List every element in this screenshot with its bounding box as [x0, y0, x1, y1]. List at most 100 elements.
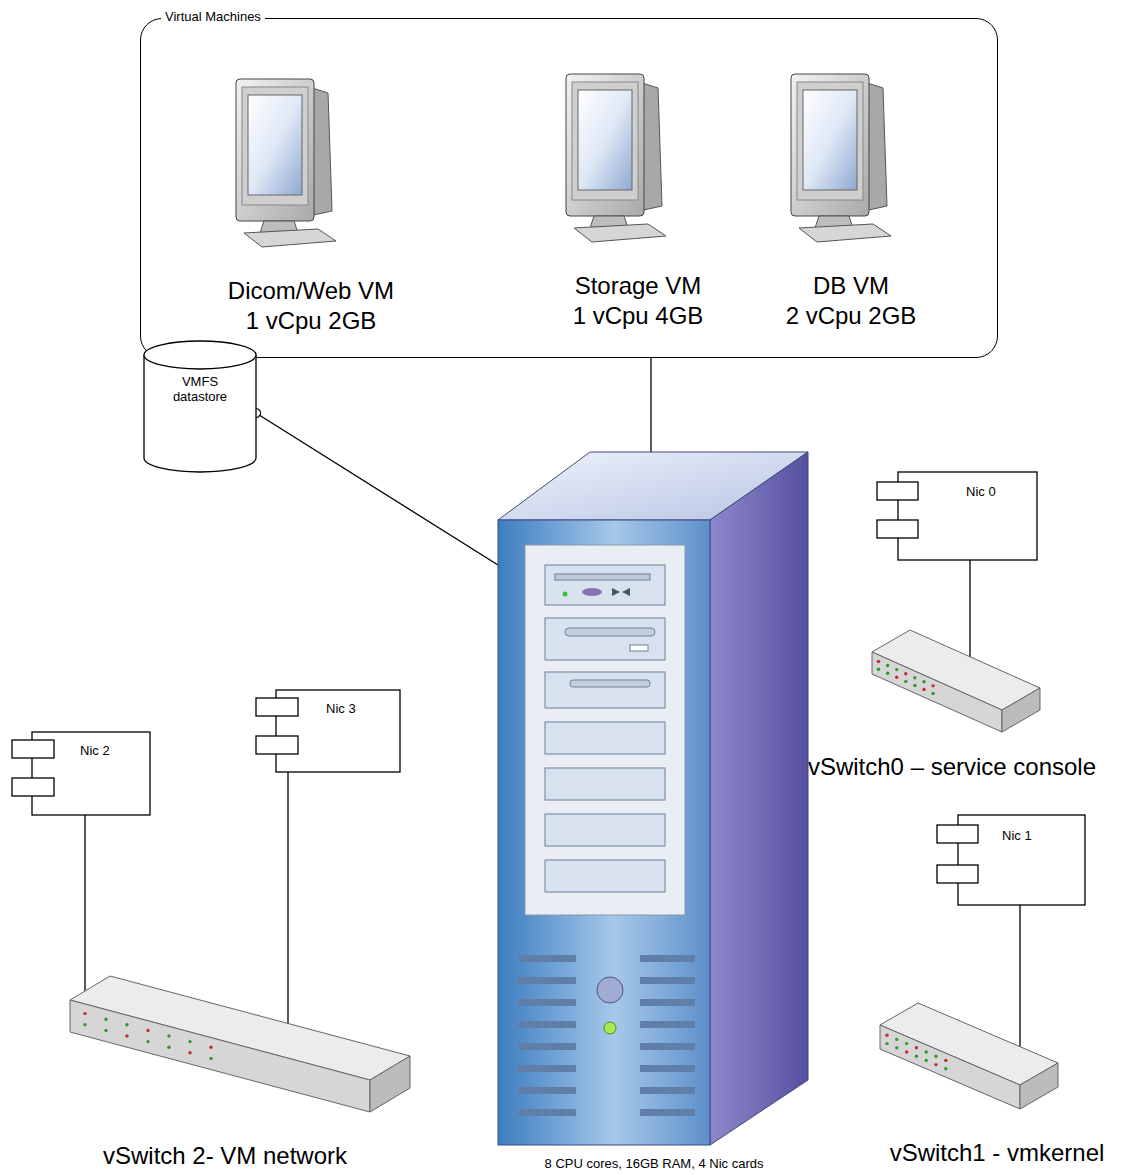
drive-bay: [545, 768, 665, 800]
connector-line: [1019, 905, 1020, 1055]
node-label: vSwitch1 - vmkernel: [850, 1139, 1144, 1167]
switch-led: [877, 668, 880, 671]
drive-led: [563, 592, 568, 597]
vent-slot: [518, 1109, 576, 1116]
switch-led: [904, 672, 907, 675]
server-front: [498, 520, 710, 1145]
switch-led: [931, 692, 934, 695]
vent-slot: [640, 1109, 695, 1116]
virtual-switch: vSwitch 2- VM network: [20, 1032, 430, 1172]
monitor-inner-bevel: [572, 82, 638, 200]
switch-led: [209, 1057, 212, 1060]
switch-led: [915, 1046, 918, 1049]
monitor-inner-bevel: [797, 82, 863, 200]
cd-button: [622, 588, 630, 596]
switch-led: [905, 1050, 908, 1053]
vent-slot: [640, 1087, 695, 1094]
vent-slot: [640, 1065, 695, 1072]
switch-led: [895, 1046, 898, 1049]
server-side: [710, 452, 808, 1145]
nic-card: Nic 0: [898, 472, 1037, 560]
drive-bay: [545, 618, 665, 660]
switch-led: [83, 1012, 86, 1015]
switch-top: [872, 630, 1040, 710]
switch-led: [922, 680, 925, 683]
switch-led: [885, 1034, 888, 1037]
monitor-base: [799, 224, 891, 242]
switch-top: [880, 1003, 1058, 1085]
virtual-machine: Dicom/Web VM1 vCpu 2GB: [201, 63, 421, 339]
node-label: Nic 1: [1002, 829, 1032, 844]
cylinder-body: [144, 355, 256, 472]
node-detail: 1 vCpu 2GB: [201, 307, 421, 335]
vm-group-box: Dicom/Web VM1 vCpu 2GBStorage VM1 vCpu 4…: [140, 18, 998, 358]
drive-panel: [525, 545, 685, 915]
vent-slot: [518, 1043, 576, 1050]
nic-port: [877, 520, 918, 538]
switch-end: [1002, 688, 1040, 732]
switch-led: [167, 1046, 170, 1049]
switch-led: [209, 1046, 212, 1049]
connector-line: [650, 358, 651, 470]
drive-bay: [545, 565, 665, 605]
nic-port: [937, 865, 978, 883]
drive-bay: [545, 814, 665, 846]
switch-led: [934, 1063, 937, 1066]
monitor-icon: [236, 79, 336, 247]
monitor-bezel: [236, 79, 314, 221]
switch-led: [922, 688, 925, 691]
floppy-slot: [565, 628, 655, 636]
switch-front: [880, 1025, 1020, 1109]
nic-port: [256, 736, 298, 754]
drive-bay: [545, 860, 665, 892]
drive-bay: [545, 672, 665, 708]
monitor-bezel: [791, 74, 869, 216]
switch-led: [167, 1034, 170, 1037]
node-label: 8 CPU cores, 16GB RAM, 4 Nic cards: [498, 1157, 810, 1172]
nic-body: [276, 690, 400, 772]
vent-slot: [640, 999, 695, 1006]
virtual-switch: vSwitch1 - vmkernel: [850, 1055, 1144, 1172]
switch-led: [886, 664, 889, 667]
monitor-icon: [791, 74, 891, 242]
power-button: [597, 977, 623, 1003]
floppy-slot: [570, 680, 650, 687]
monitor-neck: [815, 216, 853, 228]
power-led: [604, 1022, 616, 1034]
vent-slot: [518, 1087, 576, 1094]
virtual-switch: vSwitch0 – service console: [760, 665, 1144, 790]
switch-led: [146, 1029, 149, 1032]
switch-led: [925, 1059, 928, 1062]
host-server: 8 CPU cores, 16GB RAM, 4 Nic cards: [498, 470, 810, 1173]
switch-led: [895, 676, 898, 679]
vent-slot: [518, 1021, 576, 1028]
node-label: Nic 0: [966, 485, 996, 500]
monitor-neck: [590, 216, 628, 228]
node-label: vSwitch 2- VM network: [20, 1142, 430, 1170]
switch-led: [895, 668, 898, 671]
switch-led: [83, 1023, 86, 1026]
switch-led: [125, 1034, 128, 1037]
connector-line: [287, 772, 288, 1032]
nic-port: [877, 482, 918, 500]
switch-front: [872, 652, 1002, 732]
vent-slot: [640, 1043, 695, 1050]
switch-led: [913, 684, 916, 687]
vent-slot: [640, 977, 695, 984]
switch-led: [925, 1050, 928, 1053]
vent-slot: [640, 1021, 695, 1028]
node-label: DB VM: [746, 272, 956, 300]
nic-port: [12, 778, 54, 796]
vent-slot: [518, 955, 576, 962]
node-label: VMFS datastore: [160, 375, 240, 405]
